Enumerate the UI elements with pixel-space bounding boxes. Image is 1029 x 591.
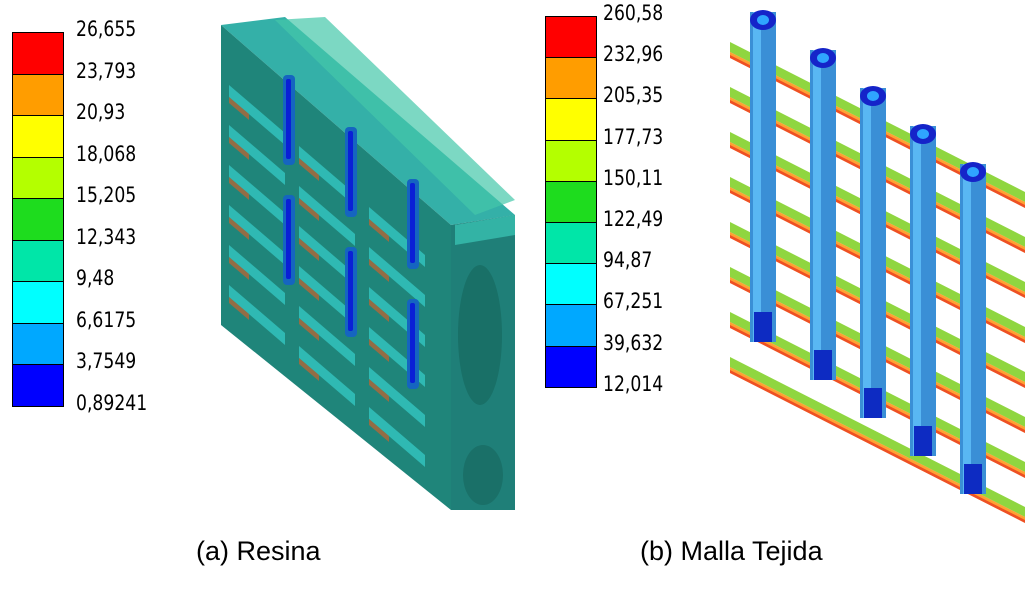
legend-tick-label: 6,6175 <box>76 307 137 332</box>
legend-swatch <box>545 222 597 265</box>
legend-swatch <box>545 180 597 223</box>
legend-swatch <box>545 57 597 100</box>
woven-mesh-fea-model <box>730 10 1025 523</box>
legend-tick-label: 39,632 <box>603 330 664 355</box>
legend-swatch <box>12 156 64 199</box>
legend-tick-label: 205,35 <box>603 83 664 108</box>
legend-tick-label: 67,251 <box>603 289 664 314</box>
legend-tick-label: 9,48 <box>76 266 115 290</box>
legend-tick-label: 12,014 <box>603 371 664 396</box>
legend-tick-label: 260,58 <box>603 1 664 25</box>
legend-swatch <box>545 304 597 347</box>
caption-resina: (a) Resina <box>196 536 321 566</box>
legend-swatch <box>545 98 597 141</box>
legend-tick-label: 177,73 <box>603 124 664 149</box>
legend-swatch <box>545 139 597 182</box>
caption-malla-tejida: (b) Malla Tejida <box>640 536 823 566</box>
legend-tick-label: 15,205 <box>76 183 137 207</box>
legend-tick-label: 12,343 <box>76 224 137 249</box>
legend-swatch <box>545 345 597 388</box>
legend-tick-label: 150,11 <box>603 165 664 190</box>
legend-tick-label: 0,89241 <box>76 390 148 415</box>
legend-swatch <box>12 198 64 241</box>
legend-tick-label: 94,87 <box>603 248 653 273</box>
legend-tick-label: 23,793 <box>76 58 137 83</box>
legend-swatch <box>12 364 64 407</box>
legend-swatch <box>12 32 64 75</box>
legend-tick-label: 3,7549 <box>76 349 137 373</box>
legend-swatch <box>12 73 64 116</box>
legend-swatch <box>12 115 64 158</box>
legend-tick-label: 122,49 <box>603 207 664 231</box>
resin-fea-model <box>221 17 515 510</box>
legend-tick-label: 20,93 <box>76 100 126 124</box>
legend-tick-label: 18,068 <box>76 141 137 166</box>
legend-swatch <box>545 263 597 306</box>
legend-swatch <box>12 239 64 282</box>
legend-swatch <box>12 322 64 365</box>
legend-tick-label: 232,96 <box>603 42 664 67</box>
legend-swatch <box>12 281 64 324</box>
legend-tick-label: 26,655 <box>76 17 137 41</box>
legend-swatch <box>545 16 597 59</box>
